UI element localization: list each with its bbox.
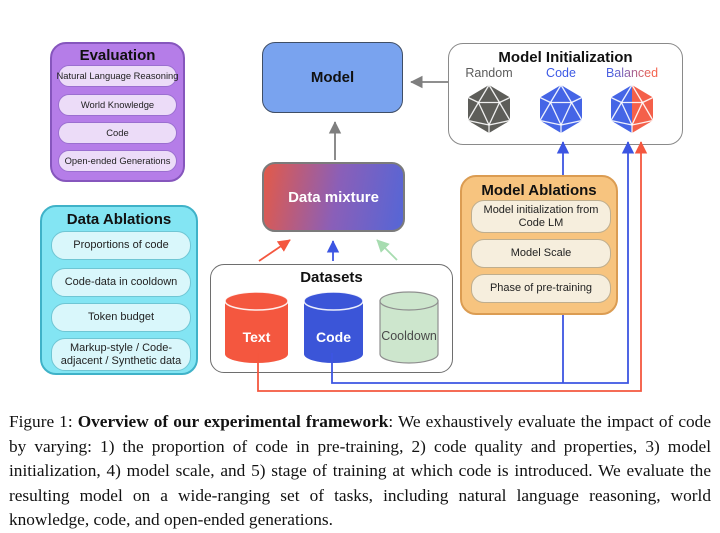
figure-diagram: Evaluation Natural Language Reasoning Wo… — [40, 42, 683, 392]
data-ablations-item: Token budget — [51, 303, 191, 332]
model-node: Model — [262, 42, 403, 113]
data-ablations-item: Proportions of code — [51, 231, 191, 260]
balanced-icosahedron-icon — [610, 84, 654, 133]
arrow-cooldown-to-mixture — [376, 239, 398, 261]
data-ablations-item: Markup-style / Code-adjacent / Synthetic… — [51, 338, 191, 371]
random-label: Random — [465, 66, 513, 80]
caption-bold-title: Overview of our experimental framework — [77, 412, 389, 431]
code-icosahedron-icon — [539, 84, 583, 133]
evaluation-title: Evaluation — [79, 47, 156, 64]
code-cylinder-label: Code — [316, 329, 351, 345]
random-icosahedron-icon — [467, 84, 511, 133]
model-ablations-item: Phase of pre-training — [471, 274, 611, 303]
model-initialization-title: Model Initialization — [498, 49, 633, 66]
model-initialization-panel: Model Initialization Random Code — [448, 43, 683, 145]
data-ablations-panel: Data Ablations Proportions of code Code-… — [40, 205, 198, 375]
evaluation-item: Natural Language Reasoning — [57, 65, 178, 87]
evaluation-panel: Evaluation Natural Language Reasoning Wo… — [50, 42, 185, 182]
evaluation-item: Open-ended Generations — [58, 150, 177, 172]
caption-prefix: Figure 1: — [9, 412, 78, 431]
init-option-balanced: Balanced — [600, 66, 664, 139]
datasets-panel: Datasets Text Code Cooldown — [210, 264, 453, 373]
data-ablations-title: Data Ablations — [66, 211, 172, 228]
init-option-random: Random — [457, 66, 521, 139]
text-dataset-cylinder: Text — [224, 291, 289, 365]
model-ablations-item: Model initialization from Code LM — [471, 200, 611, 233]
datasets-title: Datasets — [300, 269, 363, 286]
text-cylinder-label: Text — [242, 329, 271, 345]
data-ablations-item: Code-data in cooldown — [51, 268, 191, 297]
model-ablations-title: Model Ablations — [481, 182, 597, 199]
model-label: Model — [310, 68, 355, 86]
evaluation-item: Code — [58, 122, 177, 144]
data-mixture-node: Data mixture — [262, 162, 405, 232]
code-dataset-cylinder: Code — [303, 291, 364, 365]
cooldown-cylinder-label: Cooldown — [381, 329, 437, 343]
cooldown-dataset-cylinder: Cooldown — [379, 291, 439, 365]
code-label: Code — [546, 66, 576, 80]
balanced-label: Balanced — [600, 66, 664, 80]
data-mixture-label: Data mixture — [288, 188, 379, 206]
evaluation-item: World Knowledge — [58, 94, 177, 116]
model-ablations-item: Model Scale — [471, 239, 611, 268]
figure-caption: Figure 1: Overview of our experimental f… — [0, 405, 720, 533]
init-option-code: Code — [529, 66, 593, 139]
arrow-text-to-mixture — [258, 239, 291, 262]
model-ablations-panel: Model Ablations Model initialization fro… — [460, 175, 618, 315]
